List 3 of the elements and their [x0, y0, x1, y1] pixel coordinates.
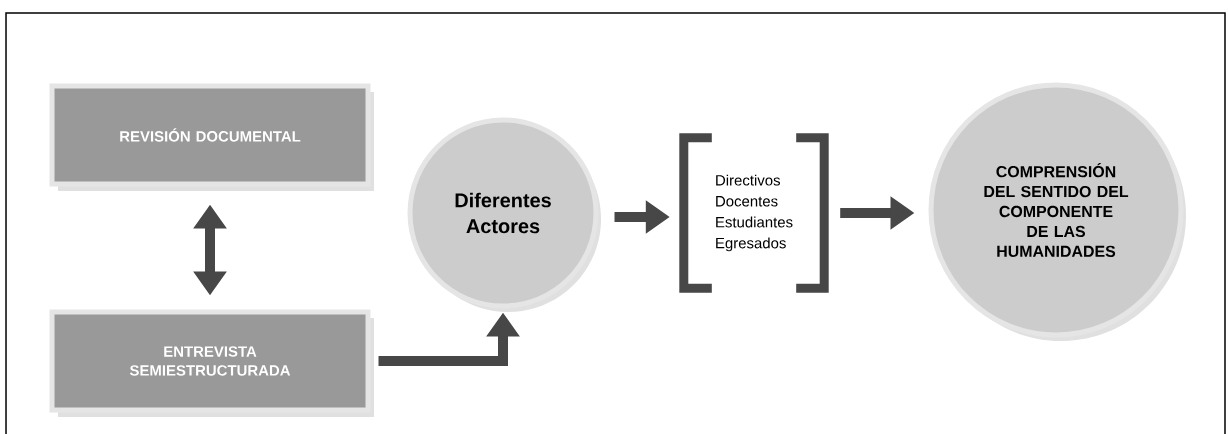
- bracketed-list: Directivos Docentes Estudiantes Egresados: [679, 133, 829, 293]
- process-box: REVISIÓN DOCUMENTAL: [49, 83, 374, 191]
- process-box: ENTREVISTA SEMIESTRUCTURADA: [49, 309, 374, 417]
